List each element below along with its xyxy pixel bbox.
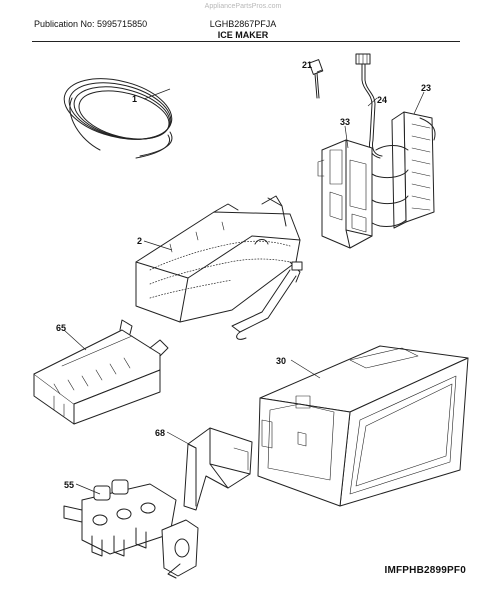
part-55-water-valve[interactable] — [63, 479, 199, 579]
publication-number: Publication No: 5995715850 — [34, 19, 148, 29]
part-2-ice-maker[interactable] — [135, 195, 303, 340]
part-23-heater-coil[interactable] — [363, 111, 436, 229]
part-33-control-housing[interactable] — [317, 139, 373, 249]
part-65-ice-bucket[interactable] — [33, 319, 169, 425]
diagram-id: IMFPHB2899PF0 — [384, 565, 466, 576]
part-label-68[interactable]: 68 — [155, 428, 165, 438]
part-1-water-tube[interactable] — [58, 69, 178, 159]
part-label-1[interactable]: 1 — [132, 94, 137, 104]
part-label-30[interactable]: 30 — [276, 356, 286, 366]
part-label-65[interactable]: 65 — [56, 323, 66, 333]
header-rule — [32, 41, 460, 42]
model-number: LGHB2867PFJA — [209, 19, 277, 29]
part-label-33[interactable]: 33 — [340, 117, 350, 127]
part-24-wire-harness[interactable] — [355, 53, 383, 159]
section-title: ICE MAKER — [217, 30, 269, 40]
part-label-23[interactable]: 23 — [421, 83, 431, 93]
watermark: AppliancePartsPros.com — [204, 3, 282, 10]
part-68-cover[interactable] — [183, 427, 253, 511]
callout-leaders — [63, 69, 425, 495]
part-label-2[interactable]: 2 — [137, 236, 142, 246]
part-30-housing[interactable] — [257, 345, 469, 507]
part-label-21[interactable]: 21 — [302, 60, 312, 70]
part-labels: 1 21 24 23 33 2 65 30 68 55 — [56, 60, 431, 490]
part-label-55[interactable]: 55 — [64, 480, 74, 490]
part-label-24[interactable]: 24 — [377, 95, 387, 105]
